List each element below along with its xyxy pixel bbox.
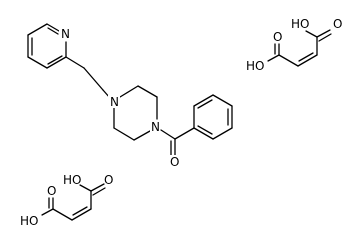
maleic2-oxygen-left: O	[47, 184, 56, 198]
piperazine-nitrogen-1: N	[110, 95, 119, 109]
maleic2-hydroxyl-top: HO	[63, 173, 81, 187]
maleic1-hydroxyl-top: HO	[291, 17, 309, 31]
maleic1-oxygen-top: O	[333, 17, 342, 31]
pyridine-ring	[27, 23, 67, 69]
piperazine-ring	[113, 85, 158, 141]
maleic1-hydroxyl-left: HO	[246, 59, 264, 73]
piperazine-nitrogen-2: N	[151, 120, 160, 134]
maleic1-oxygen-left: O	[273, 30, 282, 44]
carbonyl-group	[160, 127, 195, 156]
maleic2-hydroxyl-left: HO	[20, 214, 38, 228]
carbonyl-oxygen: O	[170, 155, 179, 169]
ethyl-linker	[65, 56, 111, 99]
pyridine-nitrogen: N	[61, 27, 70, 41]
maleic2-oxygen-top: O	[104, 173, 113, 187]
maleic-acid-2	[41, 183, 106, 221]
benzene-ring	[193, 94, 233, 140]
maleic-acid-1	[267, 29, 332, 67]
